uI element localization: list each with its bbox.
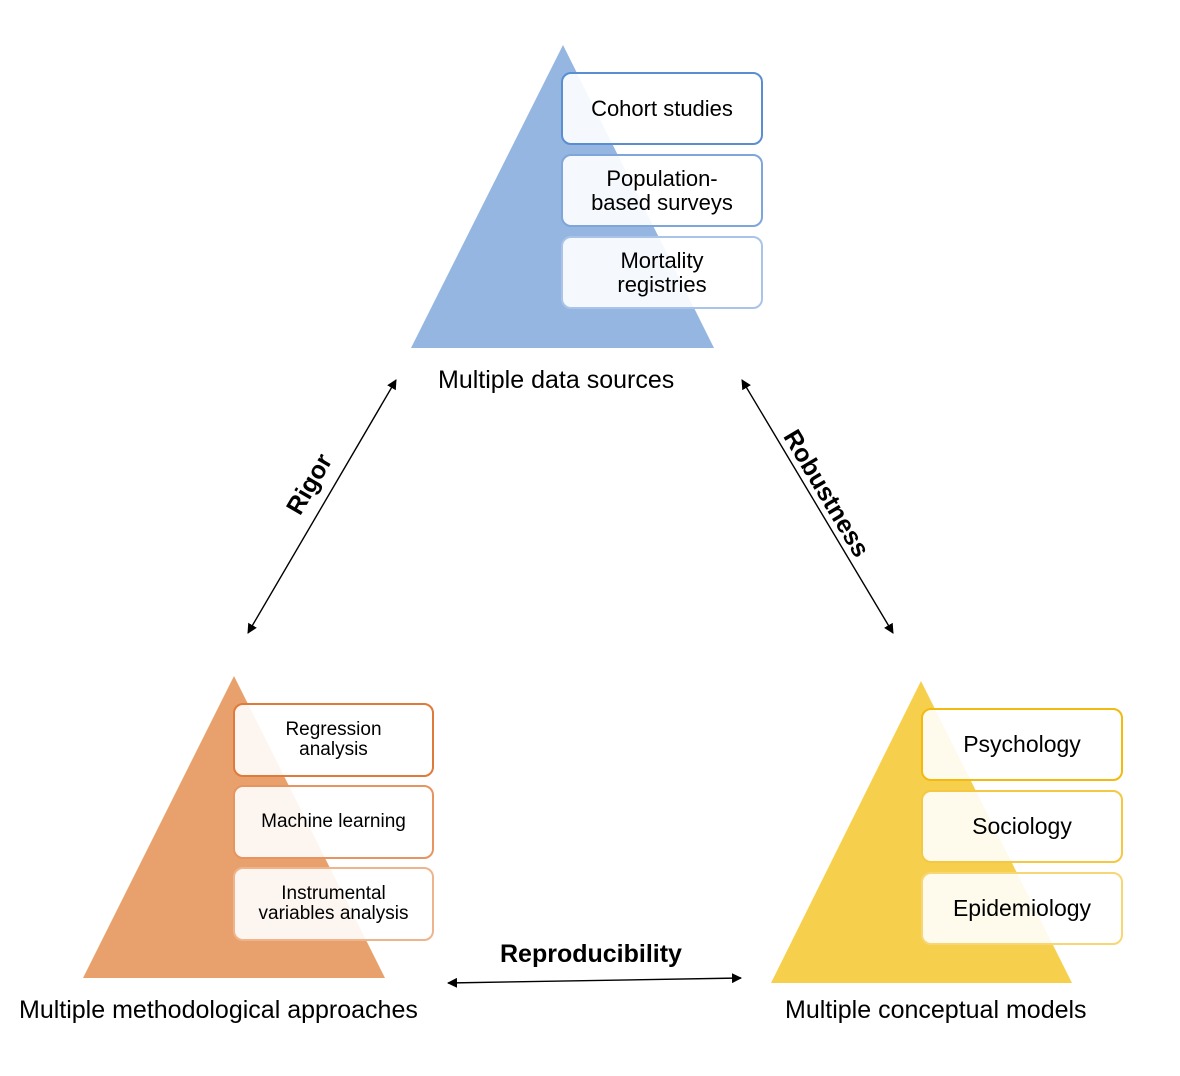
box-text: Epidemiology (952, 895, 1092, 922)
box-text: Mortality (620, 248, 704, 274)
box-text: Psychology (963, 731, 1081, 758)
box-text-line2: variables analysis (258, 903, 409, 924)
box-cohort-studies: Cohort studies (561, 72, 763, 145)
caption-conceptual-models: Multiple conceptual models (785, 996, 1087, 1024)
box-text: Sociology (972, 813, 1072, 840)
robustness-arrow (741, 379, 894, 634)
rigor-arrow (247, 379, 397, 634)
box-psychology: Psychology (921, 708, 1123, 781)
box-text-line2: analysis (299, 739, 368, 760)
box-text: Regression (285, 719, 382, 741)
box-text: Instrumental (281, 883, 386, 905)
caption-methodological-approaches: Multiple methodological approaches (19, 996, 418, 1024)
box-population-surveys: Population-based surveys (561, 154, 763, 227)
box-text-line2: based surveys (591, 189, 733, 215)
box-epidemiology: Epidemiology (921, 872, 1123, 945)
box-text: Cohort studies (591, 95, 733, 121)
label-reproducibility: Reproducibility (500, 940, 682, 968)
caption-data-sources: Multiple data sources (438, 366, 675, 394)
box-machine-learning: Machine learning (233, 785, 434, 859)
box-text-line2: registries (617, 271, 707, 297)
reproducibility-arrow (447, 973, 742, 988)
box-sociology: Sociology (921, 790, 1123, 863)
box-text: Machine learning (261, 811, 406, 833)
box-text: Population- (606, 166, 718, 192)
